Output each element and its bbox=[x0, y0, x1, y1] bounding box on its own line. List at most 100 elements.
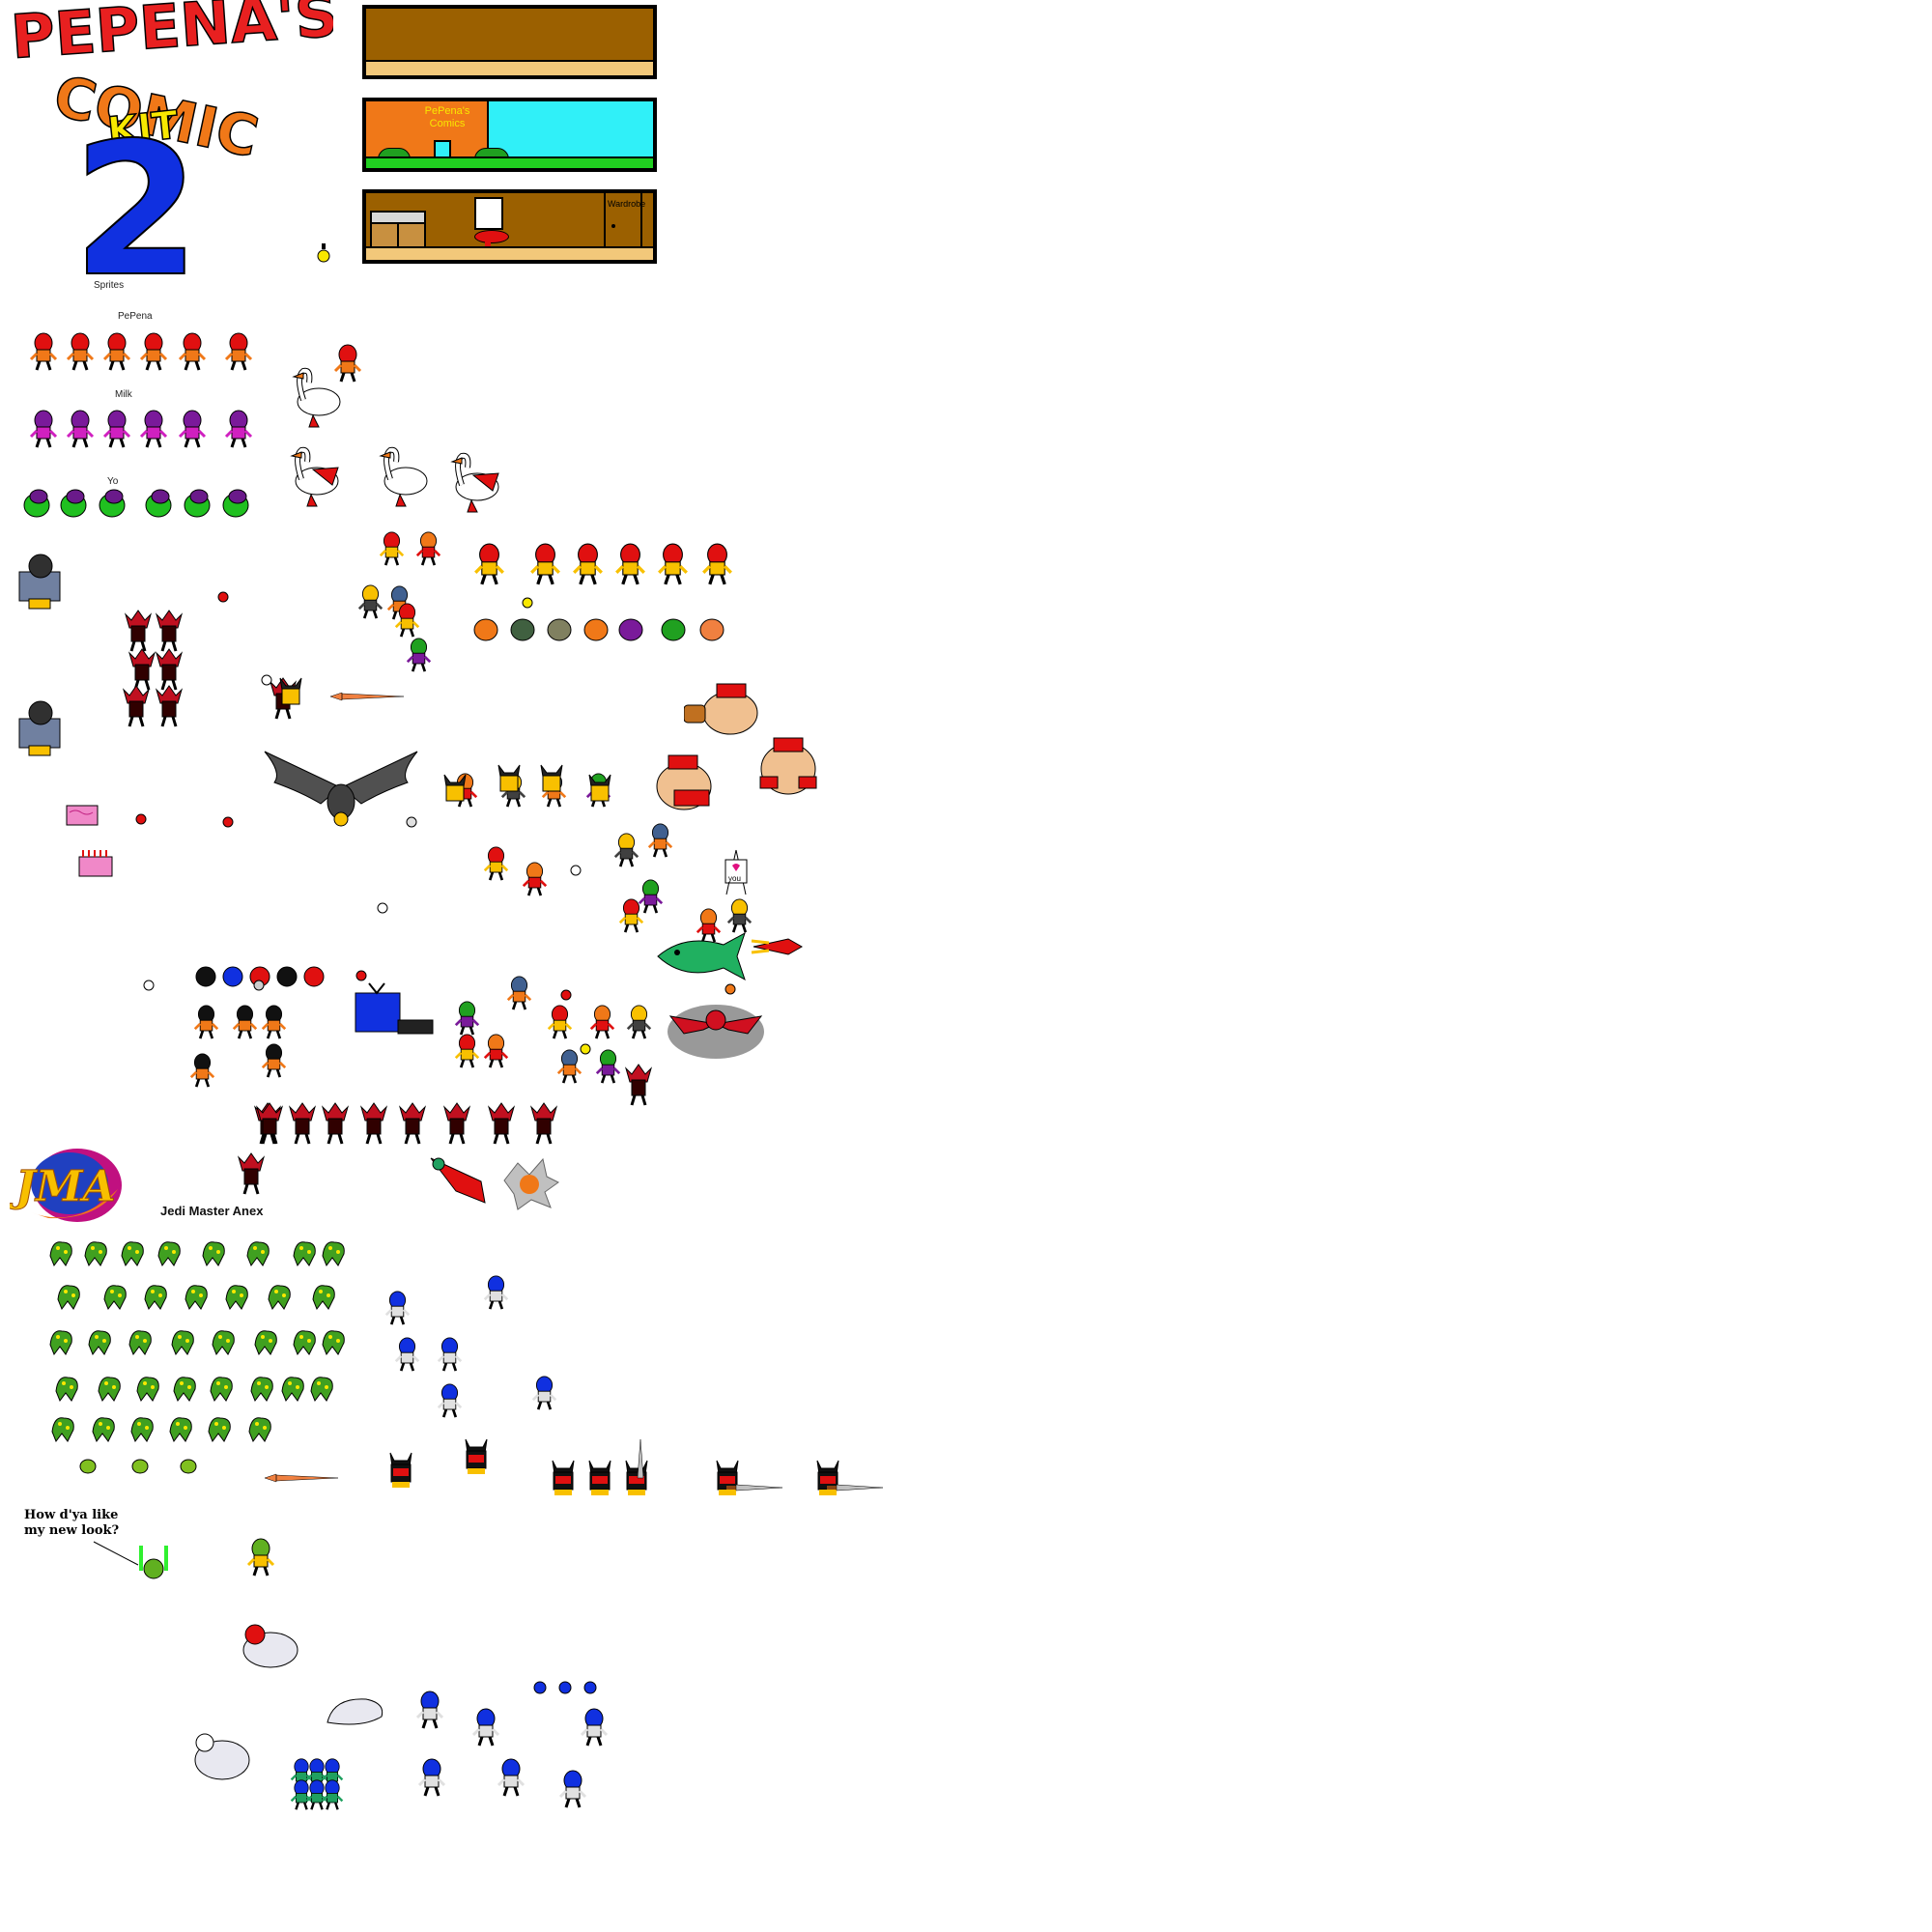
small-item-sprite bbox=[135, 813, 147, 825]
speech-line2: my new look? bbox=[24, 1523, 120, 1538]
jedi-anex-sprite bbox=[103, 1285, 127, 1311]
milk-sprite bbox=[139, 410, 168, 448]
milk-sprite bbox=[66, 410, 95, 448]
background-kitchen: Wardrobe bbox=[362, 189, 657, 264]
grey-sword-sprite bbox=[726, 1484, 783, 1492]
orange-black-sprite bbox=[261, 1005, 287, 1039]
round-head-sprite bbox=[303, 966, 325, 987]
horned-figure-sprite bbox=[497, 764, 521, 792]
jedi-anex-sprite bbox=[92, 1417, 115, 1443]
jedi-anex-sprite bbox=[212, 1330, 235, 1356]
jedi-anex-sprite bbox=[55, 1377, 78, 1403]
title-line1: PEPENA'S bbox=[9, 0, 333, 72]
milk-sprite bbox=[178, 410, 207, 448]
misc-character-sprite bbox=[379, 531, 405, 566]
wardrobe: Wardrobe bbox=[604, 193, 645, 255]
misc-character-sprite bbox=[547, 1005, 573, 1039]
title-line3: KIT bbox=[105, 102, 181, 154]
mech-sprite bbox=[18, 700, 61, 756]
small-item-sprite bbox=[560, 989, 572, 1001]
misc-character-sprite bbox=[589, 1005, 615, 1039]
pepena-sprite bbox=[178, 332, 207, 371]
jedi-anex-sprite bbox=[157, 1241, 181, 1267]
speech-pointer bbox=[93, 1541, 139, 1566]
misc-character-sprite bbox=[613, 833, 639, 867]
orange-black-sprite bbox=[189, 1053, 215, 1088]
pepena-sprite bbox=[102, 332, 131, 371]
jedi-anex-sprite bbox=[49, 1241, 72, 1267]
jedi-anex-sprite bbox=[144, 1285, 167, 1311]
jedi-anex-sprite bbox=[322, 1330, 345, 1356]
floor-strip bbox=[366, 60, 653, 75]
horned-warrior-sprite bbox=[465, 1438, 488, 1474]
small-creature-sprite bbox=[661, 618, 686, 641]
jedi-anex-sprite bbox=[84, 1241, 107, 1267]
easel-text: you bbox=[728, 874, 741, 883]
jedi-anex-sprite bbox=[293, 1241, 316, 1267]
pink-box-sprite bbox=[66, 805, 99, 826]
yo-head-sprite bbox=[228, 489, 247, 504]
jma-logo: JMA bbox=[10, 1149, 122, 1222]
green-leaf-sprite bbox=[79, 1459, 97, 1474]
small-item-sprite bbox=[261, 674, 272, 686]
spiky-red-sprite bbox=[624, 1064, 653, 1106]
jedi-anex-sprite bbox=[268, 1285, 291, 1311]
misc-character-sprite bbox=[626, 1005, 652, 1039]
horned-figure-sprite bbox=[540, 764, 563, 792]
red-table bbox=[474, 230, 509, 243]
robot-sprite bbox=[483, 1275, 509, 1310]
misc-character-sprite bbox=[638, 879, 664, 914]
spiky-red-sprite bbox=[155, 648, 184, 691]
shop-sign: PePena's Comics bbox=[424, 105, 470, 129]
green-shark-sprite bbox=[657, 931, 746, 981]
small-item-sprite bbox=[522, 597, 533, 609]
round-head-sprite bbox=[276, 966, 298, 987]
goose-sprite bbox=[292, 367, 341, 428]
horned-figure-sprite bbox=[279, 677, 302, 705]
misc-character-sprite bbox=[696, 908, 722, 943]
blue-helmet-soldier-sprite bbox=[415, 1690, 444, 1729]
yo-head-sprite bbox=[189, 489, 209, 504]
jedi-anex-sprite bbox=[281, 1377, 304, 1403]
small-creature-sprite bbox=[510, 618, 535, 641]
misc-character-sprite bbox=[454, 1001, 480, 1036]
grey-sword-sprite bbox=[827, 1484, 884, 1492]
jedi-anex-sprite bbox=[88, 1330, 111, 1356]
spiky-red-sprite bbox=[122, 685, 151, 727]
jedi-anex-sprite bbox=[310, 1377, 333, 1403]
red-flame-bird-sprite bbox=[430, 1157, 486, 1204]
grass-strip bbox=[366, 156, 653, 168]
small-item-sprite bbox=[580, 1043, 591, 1055]
blue-tv-sprite bbox=[355, 982, 434, 1035]
title-logo: PEPENA'S COMIC KIT 2 bbox=[8, 0, 333, 275]
easel-sprite: you bbox=[724, 849, 748, 895]
red-yellow-sprite bbox=[702, 543, 732, 585]
counter-top bbox=[372, 213, 424, 224]
jedi-anex-sprite bbox=[202, 1241, 225, 1267]
jedi-anex-sprite bbox=[128, 1330, 152, 1356]
jedi-anex-sprite bbox=[49, 1330, 72, 1356]
white-sack-sprite-2 bbox=[194, 1733, 250, 1780]
jedi-lightsaber-sprite bbox=[139, 1546, 168, 1579]
orange-black-sprite bbox=[193, 1005, 219, 1039]
jedi-new-look-sprite bbox=[246, 1538, 275, 1577]
horned-figure-sprite bbox=[443, 774, 467, 802]
jedi-anex-sprite bbox=[208, 1417, 231, 1443]
misc-character-sprite bbox=[595, 1049, 621, 1084]
misc-character-sprite bbox=[483, 1034, 509, 1068]
jedi-anex-sprite bbox=[322, 1241, 345, 1267]
horned-warrior-sprite bbox=[389, 1452, 412, 1488]
small-creature-sprite bbox=[583, 618, 609, 641]
red-yellow-sprite bbox=[573, 543, 603, 585]
helmet-sprite bbox=[558, 1681, 572, 1694]
orange-black-sprite bbox=[261, 1043, 287, 1078]
robot-sprite bbox=[531, 1376, 557, 1410]
jma-logo-text: JMA bbox=[10, 1162, 116, 1211]
jedi-anex-sprite bbox=[121, 1241, 144, 1267]
soldier-cluster-sprite bbox=[321, 1779, 344, 1810]
blue-helmet-soldier-sprite bbox=[417, 1758, 446, 1797]
small-item-sprite bbox=[222, 816, 234, 828]
background-empty-room bbox=[362, 5, 657, 79]
pepena-sprite bbox=[29, 332, 58, 371]
mech-sprite bbox=[18, 554, 61, 610]
